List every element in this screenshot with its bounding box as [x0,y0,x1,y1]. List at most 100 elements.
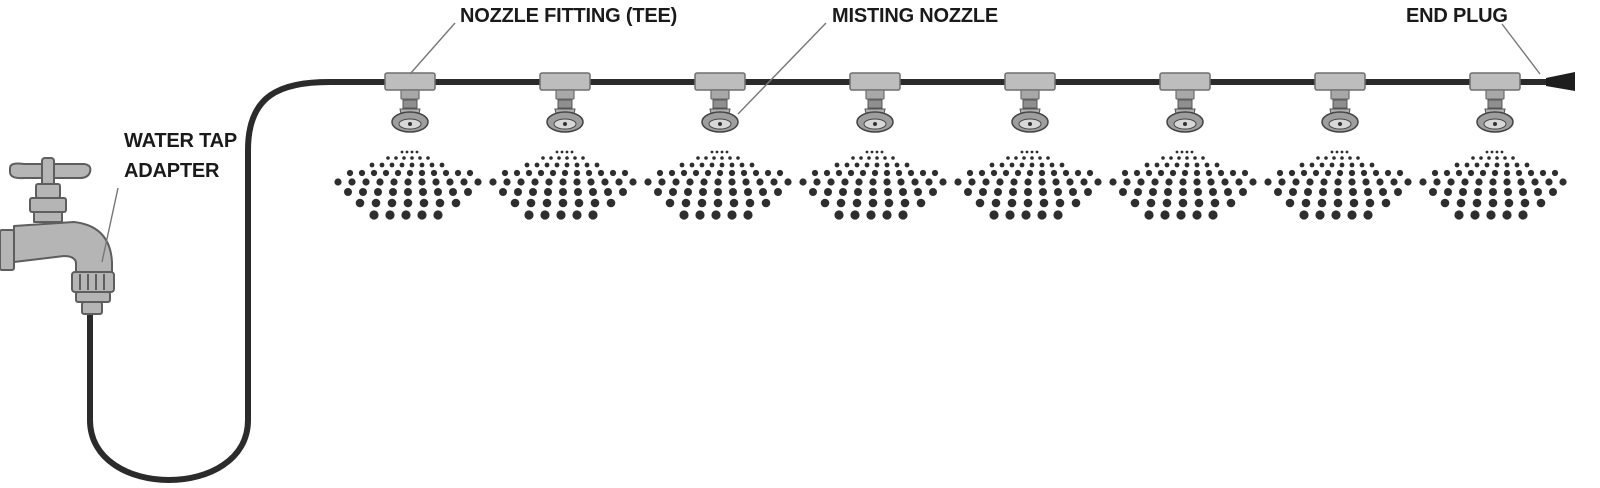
spray-droplet [1534,188,1542,196]
spray-droplet [359,188,367,196]
spray-droplet [1121,169,1129,177]
spray-droplet [564,162,570,168]
spray-droplet [615,178,623,186]
spray-droplet [1185,150,1189,154]
spray-droplet [1347,210,1357,220]
spray-droplet [745,198,755,208]
spray-droplet [1334,178,1342,186]
spray-droplet [841,178,849,186]
spray-droplet [556,210,566,220]
spray-droplet [713,198,723,208]
spray-droplet [1038,178,1046,186]
spray-droplet [784,178,792,186]
spray-droplet [1339,162,1345,168]
spray-droplet [1174,162,1180,168]
spray-droplet [558,198,568,208]
spray-droplet [489,178,497,186]
spray-droplet [1349,198,1359,208]
spray-droplet [1471,156,1475,160]
spray-droplet [524,210,534,220]
spray-droplet [1134,188,1142,196]
spray-droplet [1137,178,1145,186]
spray-droplet [869,188,877,196]
spray-droplet [689,162,695,168]
spray-droplet [1024,178,1032,186]
spray-droplet [1504,162,1510,168]
spray-droplet [869,178,877,186]
spray-droplet [1384,169,1392,177]
nozzle-row [334,72,1567,220]
spray-droplet [1130,198,1140,208]
spray-droplet [1345,150,1349,154]
spray-droplet [1324,169,1332,177]
spray-droplet [1084,188,1092,196]
spray-droplet [1545,178,1553,186]
spray-droplet [501,169,509,177]
spray-droplet [545,178,553,186]
spray-droplet [1495,150,1499,154]
spray-droplet [1192,210,1202,220]
spray-droplet [1144,162,1150,168]
spray-droplet [540,210,550,220]
spray-droplet [728,156,732,160]
spray-droplet [875,150,879,154]
spray-droplet [834,210,844,220]
spray-droplet [823,169,831,177]
spray-droplet [761,198,771,208]
spray-droplet [1340,156,1344,160]
spray-droplet [725,150,729,154]
spray-droplet [813,178,821,186]
spray-droplet [966,169,974,177]
spray-droplet [1511,156,1515,160]
spray-droplet [982,178,990,186]
spray-droplet [574,162,580,168]
misting-nozzle-icon [1321,99,1359,133]
spray-droplet [574,188,582,196]
spray-droplet [334,178,342,186]
spray-droplet [1209,188,1217,196]
spray-droplet [1022,156,1026,160]
spray-droplet [1503,178,1511,186]
spray-droplet [514,188,522,196]
spray-droplet [1485,150,1489,154]
spray-droplet [435,198,445,208]
spray-droplet [1239,188,1247,196]
spray-droplet [1363,210,1373,220]
spray-droplet [868,198,878,208]
spray-droplet [446,178,454,186]
spray-droplet [572,210,582,220]
spray-droplet [1299,210,1309,220]
spray-droplet [1454,162,1460,168]
spray-droplet [344,188,352,196]
spray-droplet [978,169,986,177]
spray-droplet [1504,188,1512,196]
spray-droplet [884,162,890,168]
spray-droplet [499,188,507,196]
spray-droplet [684,188,692,196]
spray-pattern-icon [489,150,637,220]
spray-droplet [1194,162,1200,168]
tee-fitting-icon [539,72,591,100]
spray-droplet [1178,198,1188,208]
spray-droplet [1162,198,1172,208]
spray-droplet [525,169,533,177]
spray-droplet [394,156,398,160]
spray-droplet [1165,178,1173,186]
spray-droplet [704,156,708,160]
spray-droplet [524,162,530,168]
spray-droplet [1066,178,1074,186]
spray-droplet [1514,162,1520,168]
spray-droplet [585,169,593,177]
label-misting-nozzle: MISTING NOZZLE [832,5,998,27]
spray-droplet [716,169,724,177]
spray-droplet [719,162,725,168]
spray-droplet [1274,188,1282,196]
spray-droplet [851,156,855,160]
spray-droplet [1164,162,1170,168]
spray-droplet [740,169,748,177]
spray-droplet [844,162,850,168]
spray-droplet [399,162,405,168]
spray-droplet [374,188,382,196]
spray-droplet [358,169,366,177]
